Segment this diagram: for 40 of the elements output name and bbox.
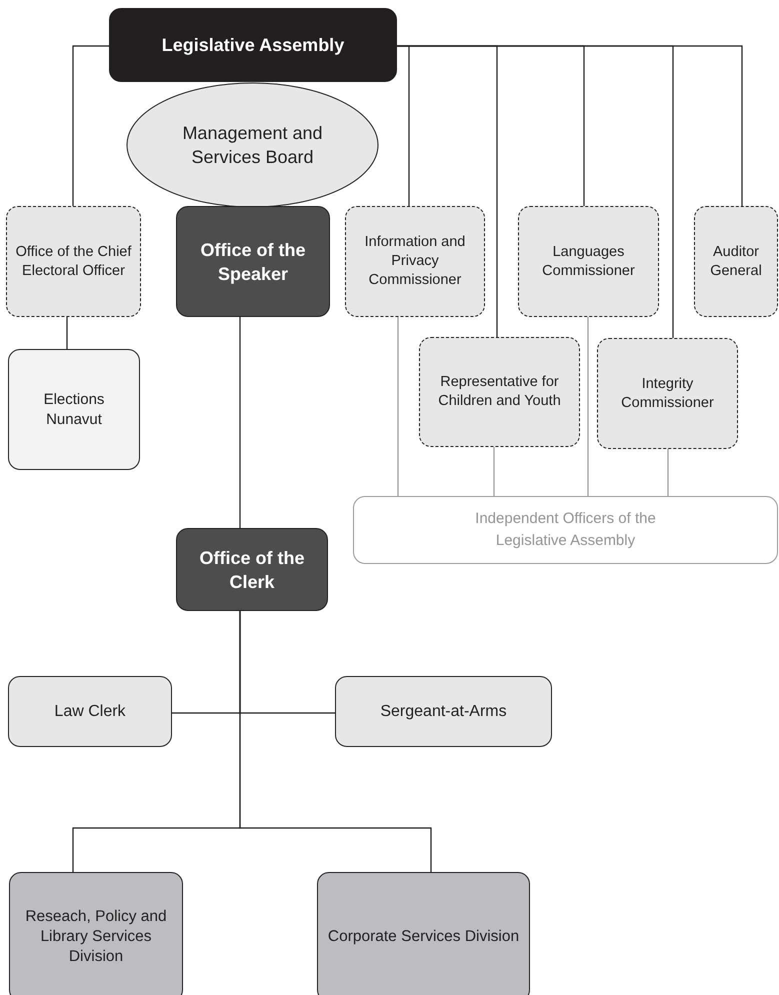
- node-label: Languages Commissioner: [541, 242, 636, 280]
- node-label: Legislative Assembly: [162, 34, 344, 57]
- office-box: [694, 206, 778, 317]
- division-box: [317, 872, 530, 995]
- office-box: [176, 528, 328, 611]
- office-box: [176, 206, 330, 317]
- office-box: [597, 338, 738, 449]
- office-box: [335, 676, 552, 747]
- connector-line: [397, 317, 399, 496]
- connector-line: [397, 45, 743, 206]
- office-box: [518, 206, 659, 317]
- office-box: [8, 349, 140, 470]
- node-label: Representative for Children and Youth: [437, 373, 562, 411]
- node-label: Sergeant-at-Arms: [380, 702, 507, 722]
- node-label: Office of the Clerk: [198, 546, 306, 594]
- connector-line: [72, 45, 109, 206]
- connector-line: [587, 317, 589, 496]
- node-label: Office of the Speaker: [199, 238, 306, 286]
- office-box: [419, 337, 580, 447]
- node-label: Reseach, Policy and Library Services Division: [24, 907, 168, 967]
- group-box: [353, 496, 778, 564]
- node-label: Law Clerk: [54, 702, 126, 722]
- node-label: Corporate Services Division: [328, 927, 520, 947]
- connector-line: [66, 317, 68, 349]
- title-box: [109, 8, 397, 82]
- node-label: Elections Nunavut: [42, 390, 106, 430]
- node-label: Management and Services Board: [181, 122, 324, 169]
- node-label: Office of the Chief Electoral Officer: [15, 242, 132, 280]
- connector-line: [493, 447, 495, 496]
- node-label: Auditor General: [709, 242, 763, 280]
- office-box: [8, 676, 172, 747]
- node-label: Information and Privacy Commissioner: [364, 233, 466, 290]
- connector-line: [239, 611, 432, 872]
- connector-line: [667, 449, 669, 496]
- office-box: [6, 206, 141, 317]
- connector-line: [239, 317, 241, 528]
- node-label: Independent Officers of the Legislative Assembly: [474, 509, 657, 551]
- division-box: [9, 872, 183, 995]
- node-label: Integrity Commissioner: [620, 374, 715, 412]
- office-box: [345, 206, 485, 317]
